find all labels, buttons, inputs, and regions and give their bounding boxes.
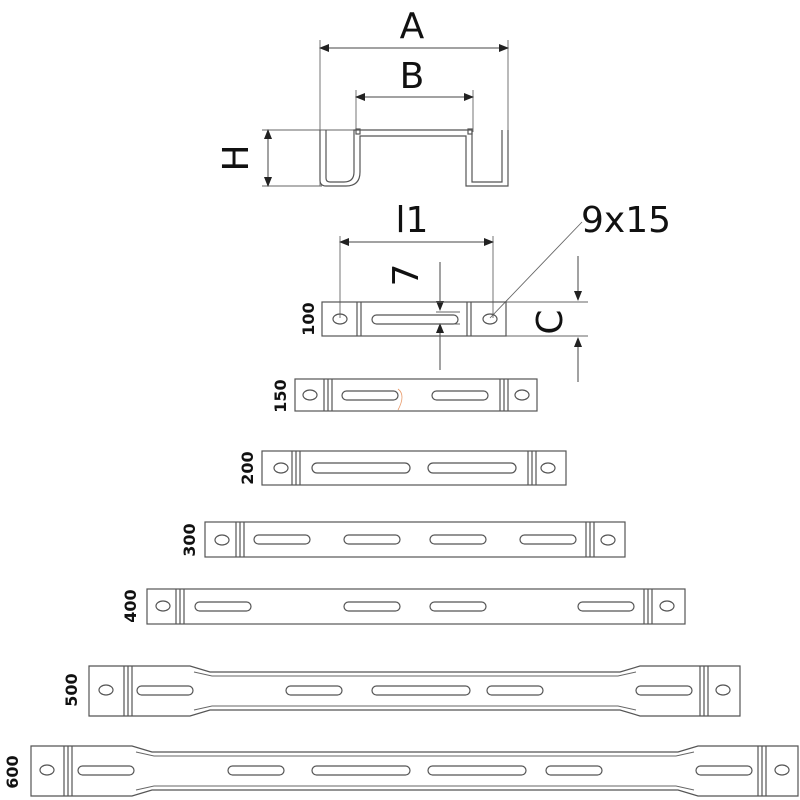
strip-300: 300 xyxy=(180,521,626,558)
size-label-200: 200 xyxy=(238,451,257,484)
label-C: C xyxy=(530,309,571,334)
label-hole: 9x15 xyxy=(581,200,671,241)
size-label-400: 400 xyxy=(121,589,140,622)
label-H: H xyxy=(216,144,257,171)
label-l1: l1 xyxy=(396,200,429,241)
size-label-300: 300 xyxy=(180,523,199,556)
strip-150: 150 xyxy=(271,378,538,413)
size-label-600: 600 xyxy=(3,755,22,788)
strip-400: 400 xyxy=(121,588,686,625)
strip-600: 600 xyxy=(3,745,799,797)
detail-dimensions: l1 7 9x15 C xyxy=(339,200,671,382)
strip-100: 100 xyxy=(299,301,507,337)
strip-200: 200 xyxy=(238,450,567,486)
hole-leader xyxy=(489,221,583,319)
size-label-150: 150 xyxy=(271,379,290,412)
label-A: A xyxy=(400,6,425,47)
size-label-100: 100 xyxy=(299,302,318,335)
profile-outline xyxy=(319,130,509,187)
strip-500: 500 xyxy=(62,665,741,717)
label-B: B xyxy=(400,56,425,97)
size-label-500: 500 xyxy=(62,673,81,706)
label-slot-width: 7 xyxy=(386,264,427,287)
profile-view: A B H xyxy=(216,6,509,187)
